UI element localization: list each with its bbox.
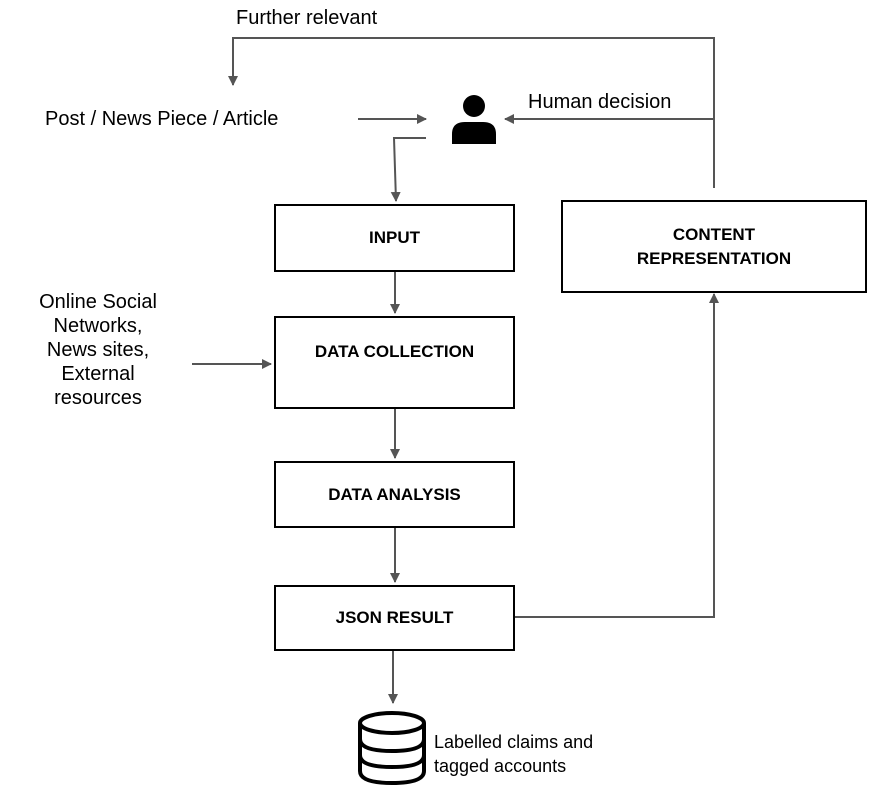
further-relevant-label: Further relevant [236,7,378,29]
content-representation-box: CONTENT REPRESENTATION [561,200,867,293]
input-box: INPUT [274,204,515,272]
output-label: Labelled claims and tagged accounts [434,732,594,776]
feedback-arrow [228,37,715,188]
external-sources-label: Online Social Networks, News sites, Exte… [39,291,157,409]
post-source-label: Post / News Piece / Article [45,108,279,130]
data-analysis-box: DATA ANALYSIS [274,461,515,528]
json-result-box: JSON RESULT [274,585,515,651]
user-icon [452,95,496,144]
user-to-input-arrow [390,137,426,202]
data-collection-box: DATA COLLECTION [274,316,515,409]
database-icon [358,711,426,785]
result-to-representation-arrow [513,293,719,618]
human-decision-label: Human decision [528,91,672,113]
